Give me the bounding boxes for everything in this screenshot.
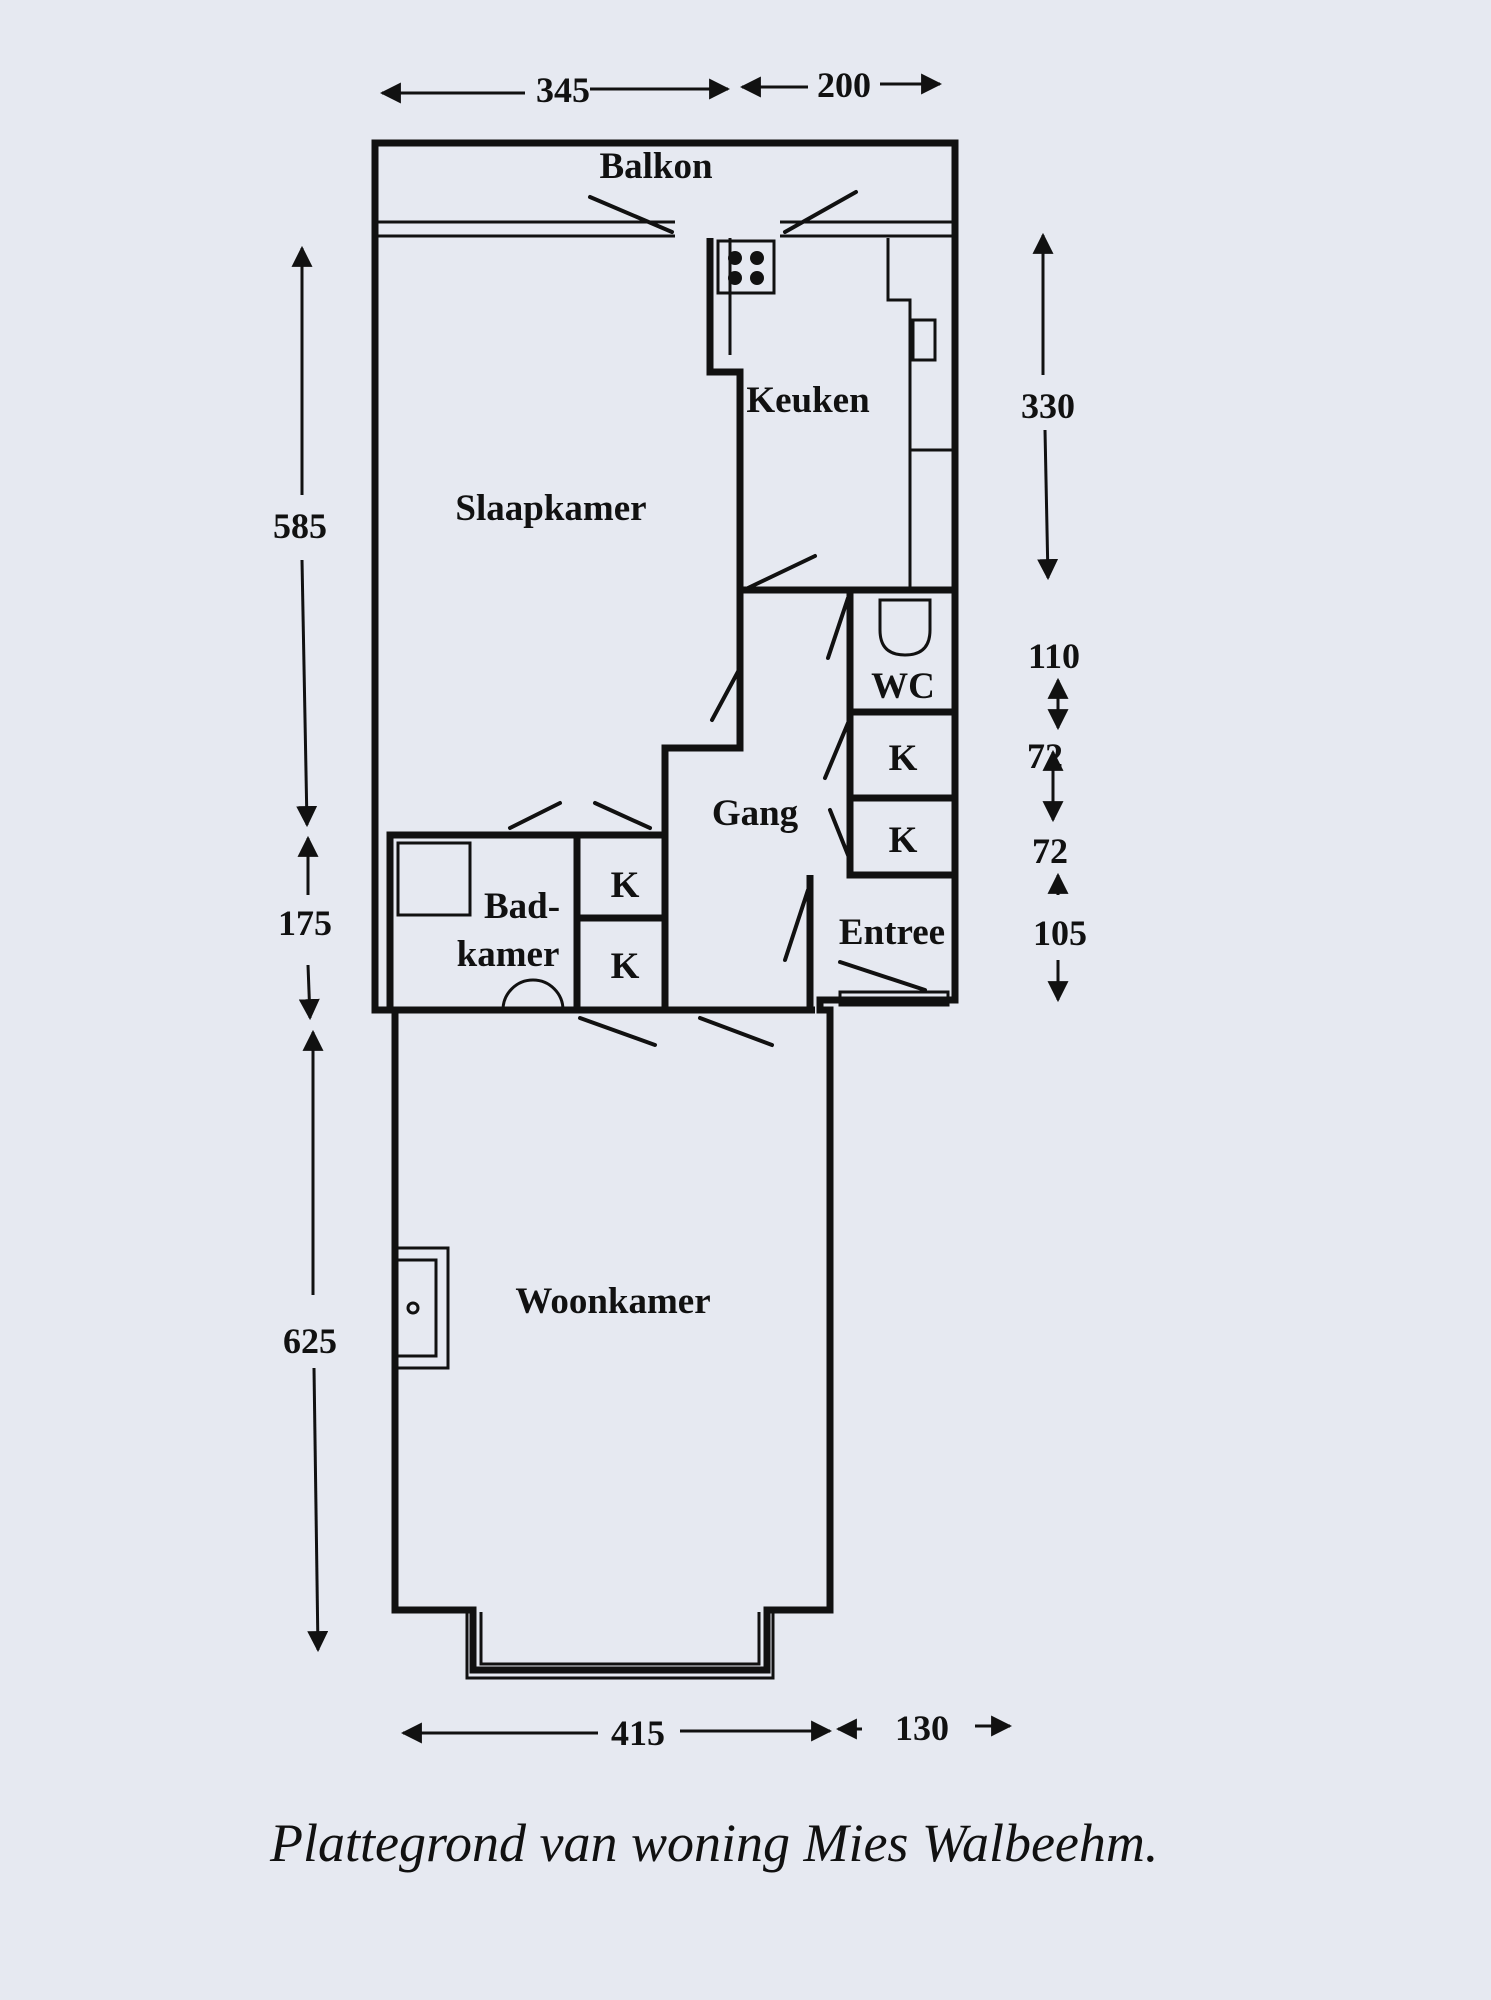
kitchen-door bbox=[746, 554, 817, 590]
dim-right-wc: 110 bbox=[1028, 636, 1080, 676]
room-label-kast-3: K bbox=[611, 865, 640, 906]
bedroom-wall bbox=[386, 590, 744, 1010]
bathroom-door-2 bbox=[593, 801, 652, 830]
entree-door bbox=[783, 888, 810, 962]
dim-line-left-upper-b bbox=[296, 559, 318, 828]
front-door bbox=[838, 990, 950, 1007]
dim-top-left: 345 bbox=[536, 70, 590, 110]
bathtub bbox=[396, 841, 472, 917]
toilet bbox=[878, 598, 932, 657]
figure-caption: Plattegrond van woning Mies Walbeehm. bbox=[270, 1813, 1159, 1873]
dim-line-left-lower-b bbox=[307, 1367, 329, 1653]
room-label-wc: WC bbox=[871, 666, 935, 707]
dim-right-k1: 72 bbox=[1027, 736, 1063, 776]
fridge bbox=[911, 318, 937, 362]
living-door-1 bbox=[578, 1016, 657, 1047]
fireplace bbox=[395, 1246, 450, 1370]
dim-line-left-middle-b bbox=[298, 964, 320, 1021]
room-label-kast-1: K bbox=[889, 738, 918, 779]
dim-top-right: 200 bbox=[817, 65, 871, 105]
dim-bottom-right: 130 bbox=[895, 1708, 949, 1748]
sink bbox=[501, 978, 565, 1011]
dim-left-upper: 585 bbox=[273, 506, 327, 546]
room-label-kast-2: K bbox=[889, 820, 918, 861]
dim-right-entree: 105 bbox=[1033, 913, 1087, 953]
dim-bottom-left: 415 bbox=[611, 1713, 665, 1753]
dim-line-right-keuken-b bbox=[1037, 429, 1059, 581]
dim-right-keuken: 330 bbox=[1021, 386, 1075, 426]
room-label-woonkamer: Woonkamer bbox=[515, 1281, 710, 1322]
front-door-swing bbox=[838, 960, 927, 992]
bay-window bbox=[465, 1612, 775, 1680]
kitchen-wall bbox=[706, 238, 744, 590]
room-label-badkamer-2: kamer bbox=[457, 934, 560, 975]
room-label-badkamer-1: Bad- bbox=[484, 886, 560, 927]
bedroom-door bbox=[710, 666, 742, 722]
stove bbox=[716, 239, 776, 295]
dim-right-k2: 72 bbox=[1032, 831, 1068, 871]
outer-wall bbox=[371, 139, 959, 1674]
closet-door-2 bbox=[828, 808, 852, 862]
wc-walls bbox=[846, 590, 955, 879]
dim-left-lower: 625 bbox=[283, 1321, 337, 1361]
room-label-entree: Entree bbox=[839, 912, 945, 953]
wc-door bbox=[826, 596, 850, 660]
bathroom-walls bbox=[573, 835, 669, 1010]
balcony-window bbox=[378, 190, 952, 238]
living-door-2 bbox=[698, 1016, 774, 1047]
room-label-gang: Gang bbox=[712, 793, 799, 834]
room-label-keuken: Keuken bbox=[746, 380, 870, 421]
dim-left-middle: 175 bbox=[278, 903, 332, 943]
room-label-slaapkamer: Slaapkamer bbox=[455, 488, 646, 529]
closet-door-1 bbox=[823, 721, 850, 780]
room-label-balkon: Balkon bbox=[599, 146, 713, 187]
room-label-kast-4: K bbox=[611, 946, 640, 987]
bathroom-door-1 bbox=[508, 801, 562, 830]
